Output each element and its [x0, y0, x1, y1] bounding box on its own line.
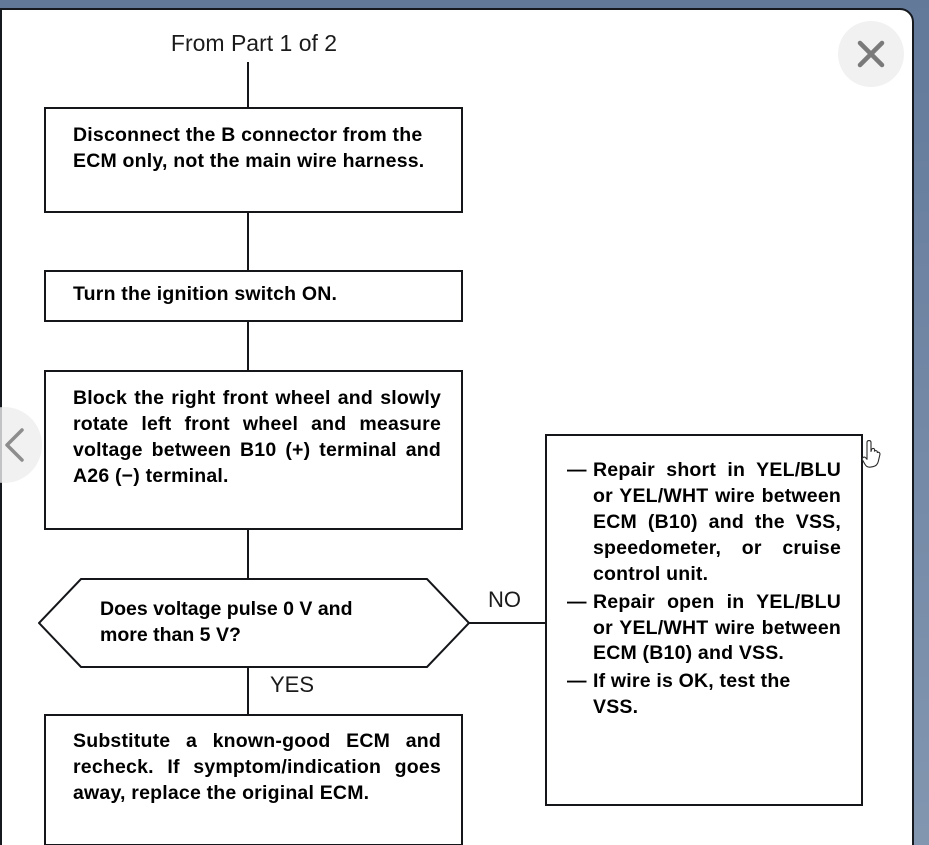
connector-step2-to-step3 [247, 322, 249, 370]
document-panel: From Part 1 of 2 Disconnect the B connec… [0, 8, 914, 845]
connector-title-to-step1 [247, 62, 249, 107]
connector-decision-yes [247, 668, 249, 714]
connector-step1-to-step2 [247, 213, 249, 270]
connector-decision-no [469, 622, 545, 624]
step-text-ignition: Turn the ignition switch ON. [73, 283, 338, 305]
decision-hexagon: Does voltage pulse 0 V and more than 5 V… [38, 578, 470, 668]
bullet-text: Repair short in YEL/BLU or YEL/WHT wire … [593, 459, 841, 585]
step-text-disconnect: Disconnect the B connector from the ECM … [73, 124, 425, 172]
result-bullets-repair-actions: — Repair short in YEL/BLU or YEL/WHT wir… [567, 458, 841, 721]
list-item: — If wire is OK, test the VSS. [567, 669, 841, 721]
bullet-text: If wire is OK, test the VSS. [593, 670, 791, 719]
step-box-disconnect [44, 107, 463, 213]
decision-yes-label: YES [270, 672, 315, 697]
bullet-dash-icon: — [567, 670, 587, 693]
list-item: — Repair short in YEL/BLU or YEL/WHT wir… [567, 458, 841, 588]
bullet-dash-icon: — [567, 459, 587, 481]
bullet-dash-icon: — [567, 590, 587, 613]
step-box-ignition [44, 270, 463, 322]
close-button[interactable] [838, 21, 904, 87]
bullet-text: Repair open in YEL/BLU or YEL/WHT wire b… [593, 590, 841, 665]
result-box-substitute-ecm [44, 714, 463, 845]
step-text-block-wheel: Block the right front wheel and slowly r… [73, 387, 441, 487]
chevron-left-icon [5, 428, 24, 462]
result-text-substitute-ecm: Substitute a known-good ECM and recheck.… [73, 730, 441, 804]
list-item: — Repair open in YEL/BLU or YEL/WHT wire… [567, 590, 841, 668]
flowchart-title: From Part 1 of 2 [170, 30, 338, 56]
step-box-block-wheel [44, 370, 463, 530]
decision-no-label: NO [488, 587, 521, 612]
flowchart-stage: From Part 1 of 2 Disconnect the B connec… [2, 10, 912, 845]
result-box-repair-actions [545, 434, 863, 806]
close-icon [857, 40, 885, 68]
connector-step3-to-decision [247, 530, 249, 578]
decision-text: Does voltage pulse 0 V and more than 5 V… [100, 598, 353, 647]
